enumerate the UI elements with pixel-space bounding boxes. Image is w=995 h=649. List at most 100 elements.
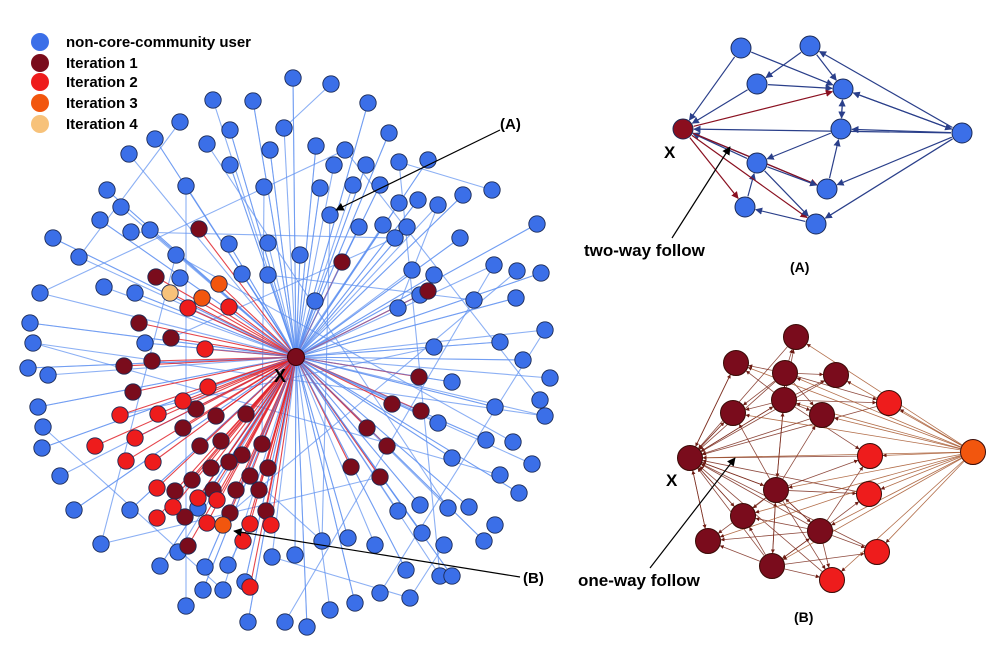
non-core-user-node [239,613,257,631]
inset-a-edge [824,138,953,219]
edge [270,356,297,526]
iteration-2-node [126,429,144,447]
non-core-user-node [298,618,316,636]
edge [295,194,464,358]
iteration-1-node [166,482,184,500]
non-core-user-node [146,130,164,148]
inset-b-edge [797,372,824,377]
center-node-label: X [274,366,286,386]
inset-b-edge [793,382,814,406]
non-core-user-node [460,498,478,516]
inset-a-annotation: two-way follow [584,241,706,260]
inset-a-edge [853,92,953,131]
iteration-1-node [419,282,437,300]
edge [295,356,520,494]
inset-b-node [720,400,746,426]
edge [295,356,441,577]
non-core-user-node [321,601,339,619]
edge [295,102,369,358]
edge [138,322,297,358]
non-core-user-node [366,536,384,554]
callout-b-arrow [233,528,521,578]
inset-a-annotation-arrow [671,146,731,239]
non-core-user-node [255,178,273,196]
non-core-user-node [198,135,216,153]
edge [295,356,496,408]
iteration-1-node [358,419,376,437]
non-core-user-node [477,431,495,449]
non-core-user-node [465,291,483,309]
non-core-user-node [429,414,447,432]
non-core-user-node [528,215,546,233]
non-core-user-node [284,69,302,87]
inset-b-edge [841,460,964,572]
inset-a-node [734,196,756,218]
non-core-user-node [390,153,408,171]
edge [37,356,297,408]
non-core-user-node [91,211,109,229]
edge [295,356,421,506]
inset-b-edge [826,466,864,521]
edge [295,297,517,358]
iteration-1-node [207,407,225,425]
non-core-user-node [98,181,116,199]
non-core-user-node [151,557,169,575]
edge [295,356,356,604]
edge [295,356,470,508]
inset-b-edge [698,467,735,507]
iteration-1-node [237,405,255,423]
non-core-user-node [429,196,447,214]
edge [269,149,297,358]
non-core-user-node [523,455,541,473]
edge [379,329,546,594]
non-core-user-node [486,398,504,416]
iteration-2-node [86,437,104,455]
inset-b-edge [745,370,774,393]
legend-label-non-core: non-core-community user [66,34,251,51]
non-core-user-node [70,248,88,266]
non-core-user-node [425,338,443,356]
non-core-user-node [443,449,461,467]
inset-b-edge [702,406,877,456]
non-core-user-node [389,502,407,520]
edge [132,356,297,393]
inset-b-edge [796,377,962,448]
edge [212,99,297,358]
inset-a-edges [688,50,953,223]
inset-b-edge [701,418,810,455]
edge [47,356,297,376]
edge [152,356,297,463]
non-core-user-node [507,289,525,307]
iteration-1-node [191,437,209,455]
iteration-1-node [183,471,201,489]
non-core-user-node [532,264,550,282]
inset-b-node [730,503,756,529]
non-core-user-node [126,284,144,302]
edge [99,219,297,358]
non-core-user-node [339,529,357,547]
edge [218,283,297,358]
inset-b-edge [772,502,778,554]
inset-b-edge [782,425,816,480]
non-core-user-node [531,391,549,409]
edge [295,199,419,358]
iteration-2-node [241,578,259,596]
inset-b-node [723,350,749,376]
edge [267,242,297,358]
non-core-user-node [357,156,375,174]
non-core-user-node [443,373,461,391]
inset-b-edge [700,381,825,452]
inset-b-x-label: X [666,471,678,490]
non-core-user-node [536,321,554,339]
edge [397,204,439,309]
inset-a-edge [816,54,837,81]
inset-a-edge [838,99,846,119]
non-core-user-node [371,584,389,602]
edge [295,164,367,358]
inset-a-edge [693,89,834,127]
iteration-3-node [214,516,232,534]
inset-b-edge [755,517,808,529]
inset-b-edge [719,545,761,562]
inset-b-node [695,528,721,554]
